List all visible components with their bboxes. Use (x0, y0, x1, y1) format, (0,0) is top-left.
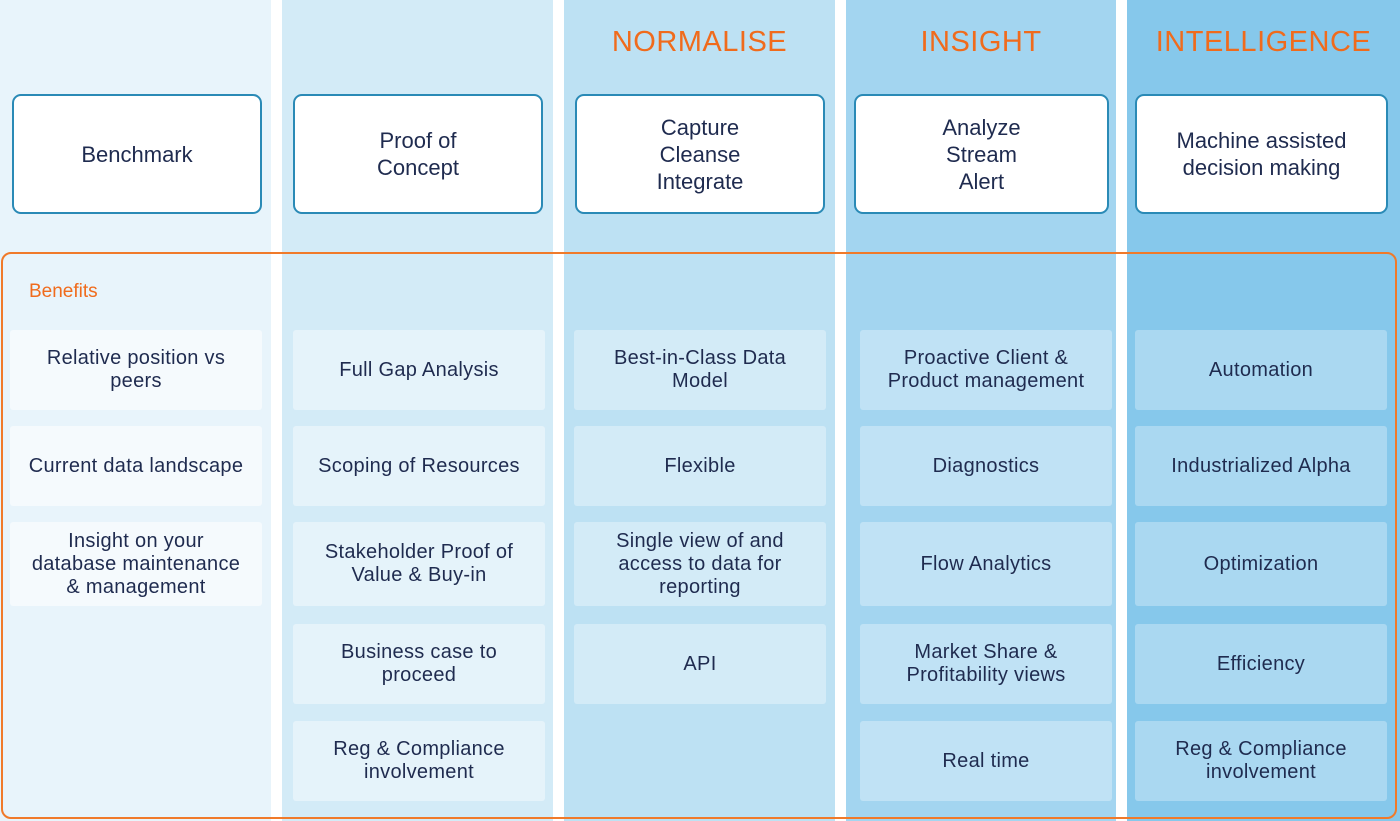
phase-title-insight: INSIGHT (920, 26, 1042, 58)
phase-title-normalise: NORMALISE (611, 26, 788, 58)
benefit-cell: Flexible (574, 426, 826, 506)
benefit-cell: Business case to proceed (293, 624, 545, 704)
benefit-cell: Reg & Compliance involvement (293, 721, 545, 801)
benefit-cell: Reg & Compliance involvement (1135, 721, 1387, 801)
benefit-cell: Stakeholder Proof of Value & Buy-in (293, 522, 545, 606)
stage-box-machine-assisted: Machine assisted decision making (1135, 94, 1388, 214)
benefit-cell: Efficiency (1135, 624, 1387, 704)
column-normalise: NORMALISE Capture Cleanse Integrate Best… (564, 0, 835, 821)
stage-box-capture: Capture Cleanse Integrate (575, 94, 825, 214)
benefit-cell: Real time (860, 721, 1112, 801)
benefit-cell: Industrialized Alpha (1135, 426, 1387, 506)
benefit-cell: Current data landscape (10, 426, 262, 506)
benefit-cell: Proactive Client & Product management (860, 330, 1112, 410)
column-proof-of-concept: Proof of Concept Full Gap Analysis Scopi… (282, 0, 553, 821)
column-insight: INSIGHT Analyze Stream Alert Proactive C… (846, 0, 1116, 821)
benefit-cell: Automation (1135, 330, 1387, 410)
benefit-cell: Optimization (1135, 522, 1387, 606)
stage-box-benchmark: Benchmark (12, 94, 262, 214)
benefit-cell: Single view of and access to data for re… (574, 522, 826, 606)
phase-title-intelligence: INTELLIGENCE (1155, 26, 1372, 58)
stage-box-proof-of-concept: Proof of Concept (293, 94, 543, 214)
stage-box-analyze: Analyze Stream Alert (854, 94, 1109, 214)
benefit-cell: Scoping of Resources (293, 426, 545, 506)
benefit-cell: API (574, 624, 826, 704)
benefit-cell: Market Share & Profitability views (860, 624, 1112, 704)
benefit-cell: Diagnostics (860, 426, 1112, 506)
column-intelligence: INTELLIGENCE Machine assisted decision m… (1127, 0, 1400, 821)
benefits-label: Benefits (29, 281, 98, 302)
benefit-cell: Full Gap Analysis (293, 330, 545, 410)
benefit-cell: Best-in-Class Data Model (574, 330, 826, 410)
benefit-cell: Insight on your database maintenance & m… (10, 522, 262, 606)
benefit-cell: Flow Analytics (860, 522, 1112, 606)
column-benchmark: Benchmark Relative position vs peers Cur… (0, 0, 271, 821)
benefit-cell: Relative position vs peers (10, 330, 262, 410)
